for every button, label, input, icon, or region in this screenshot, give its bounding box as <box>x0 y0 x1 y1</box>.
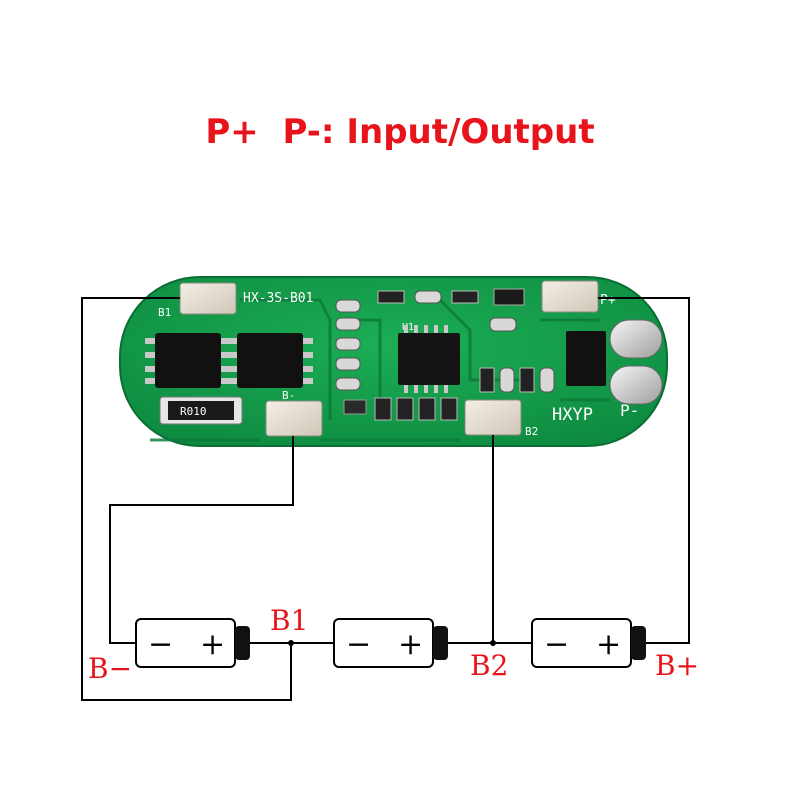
chip-label: U1 <box>402 322 414 333</box>
pad-b1-label: B1 <box>158 306 171 319</box>
pad-pminus-label: P- <box>620 401 639 420</box>
junction-b1 <box>288 640 294 646</box>
battery-terminal <box>631 626 646 660</box>
contact-pplus-coin <box>609 319 663 359</box>
mosfet-2 <box>237 333 303 388</box>
title-prefix: P+ P-: <box>205 112 335 152</box>
junction-b2 <box>490 640 496 646</box>
battery-plus-sign: + <box>200 627 225 662</box>
diagram-title: P+ P-: Input/Output <box>0 112 800 152</box>
pad-b1 <box>179 282 237 315</box>
battery-terminal <box>433 626 448 660</box>
passives-right <box>479 317 555 393</box>
mosfet-leads <box>145 338 313 384</box>
battery-minus-sign: − <box>544 627 569 662</box>
protection-ic <box>398 333 460 385</box>
label-bminus: B− <box>88 652 132 685</box>
node-labels: B− B1 B2 B+ <box>88 604 699 685</box>
battery-terminal <box>235 626 250 660</box>
title-suffix: Input/Output <box>334 112 595 152</box>
passives-column <box>335 299 367 415</box>
board-model: HX-3S-B01 <box>243 291 313 306</box>
mosfet-1 <box>155 333 221 388</box>
pad-bminus-label: B- <box>282 389 295 402</box>
pad-b2-label: B2 <box>525 425 538 438</box>
pad-pplus-label: P+ <box>600 293 616 308</box>
battery-plus-sign: + <box>398 627 423 662</box>
pad-pplus <box>541 280 599 313</box>
passives-top <box>377 288 525 306</box>
wire-pplus <box>598 297 690 644</box>
label-b2: B2 <box>470 649 508 682</box>
ic-pins <box>404 325 448 393</box>
battery-minus-sign: − <box>346 627 371 662</box>
battery-minus-sign: − <box>148 627 173 662</box>
pad-bminus <box>265 400 323 437</box>
resistor-label: R010 <box>180 405 207 418</box>
battery-cell-3: − + <box>531 618 646 668</box>
wires <box>81 297 690 701</box>
wire-b1 <box>81 297 292 701</box>
passives-bottom <box>374 397 458 421</box>
board-brand: HXYP <box>552 405 593 425</box>
contact-pminus-coin <box>609 365 663 405</box>
output-mosfet <box>566 331 606 386</box>
battery-plus-sign: + <box>596 627 621 662</box>
battery-cell-1: − + <box>135 618 250 668</box>
board-outline <box>119 276 668 447</box>
pad-b2 <box>464 399 522 436</box>
wire-bminus <box>109 436 294 644</box>
label-b1: B1 <box>270 604 308 637</box>
label-bplus: B+ <box>655 649 699 682</box>
battery-cell-2: − + <box>333 618 448 668</box>
board-traces <box>150 298 610 442</box>
protection-board: B1 HX-3S-B01 R010 B- U1 <box>119 276 668 447</box>
